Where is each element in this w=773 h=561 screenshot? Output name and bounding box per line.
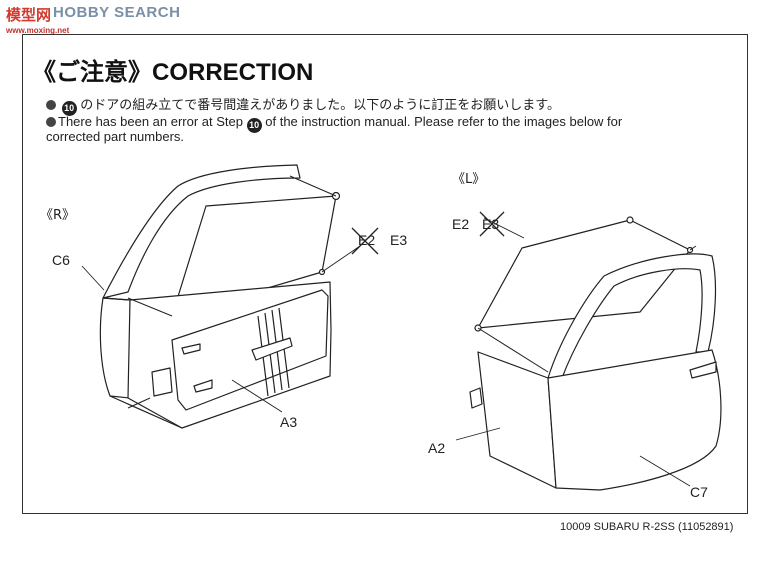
notice-japanese: 10 のドアの組み立てで番号間違えがありました。以下のように訂正をお願いします。 bbox=[46, 94, 560, 116]
step-number-badge: 10 bbox=[246, 118, 262, 133]
watermark-logo-text: 模型网 bbox=[6, 6, 52, 24]
page-title: 《ご注意》CORRECTION bbox=[32, 59, 314, 86]
notice-english-text: There has been an error at Step bbox=[58, 114, 244, 129]
right-door-illustration bbox=[81, 164, 379, 429]
notice-japanese-text: のドアの組み立てで番号間違えがありました。以下のように訂正をお願いします。 bbox=[80, 97, 560, 112]
notice-english-line2: corrected part numbers. bbox=[46, 129, 185, 144]
part-label-e2: E2 bbox=[452, 216, 470, 232]
bullet-icon bbox=[46, 100, 56, 110]
notice-english: There has been an error at Step 10 of th… bbox=[46, 114, 622, 133]
part-label-a2: A2 bbox=[428, 440, 446, 456]
step-number-badge: 10 bbox=[61, 101, 77, 116]
bullet-icon bbox=[46, 117, 56, 127]
part-label-c7: C7 bbox=[690, 484, 708, 500]
watermark-logo: 模型网 HOBBY SEARCH bbox=[6, 4, 180, 28]
part-label-e3-wrong: E3 bbox=[482, 216, 500, 232]
watermark-domain: www.moxing.net bbox=[6, 26, 70, 35]
document-frame bbox=[22, 34, 748, 514]
watermark-search-text: HOBBY SEARCH bbox=[53, 4, 181, 21]
part-label-c6: C6 bbox=[52, 252, 70, 268]
part-label-e2-wrong: E2 bbox=[358, 232, 376, 248]
left-side-label: 《L》 bbox=[452, 172, 486, 187]
right-side-label: 《R》 bbox=[40, 208, 76, 223]
footer-product-code: 10009 SUBARU R-2SS (11052891) bbox=[560, 521, 734, 533]
notice-english-text-cont: of the instruction manual. Please refer … bbox=[265, 114, 623, 129]
part-label-e3: E3 bbox=[390, 232, 408, 248]
part-label-a3: A3 bbox=[280, 414, 298, 430]
left-door-illustration bbox=[455, 211, 722, 491]
